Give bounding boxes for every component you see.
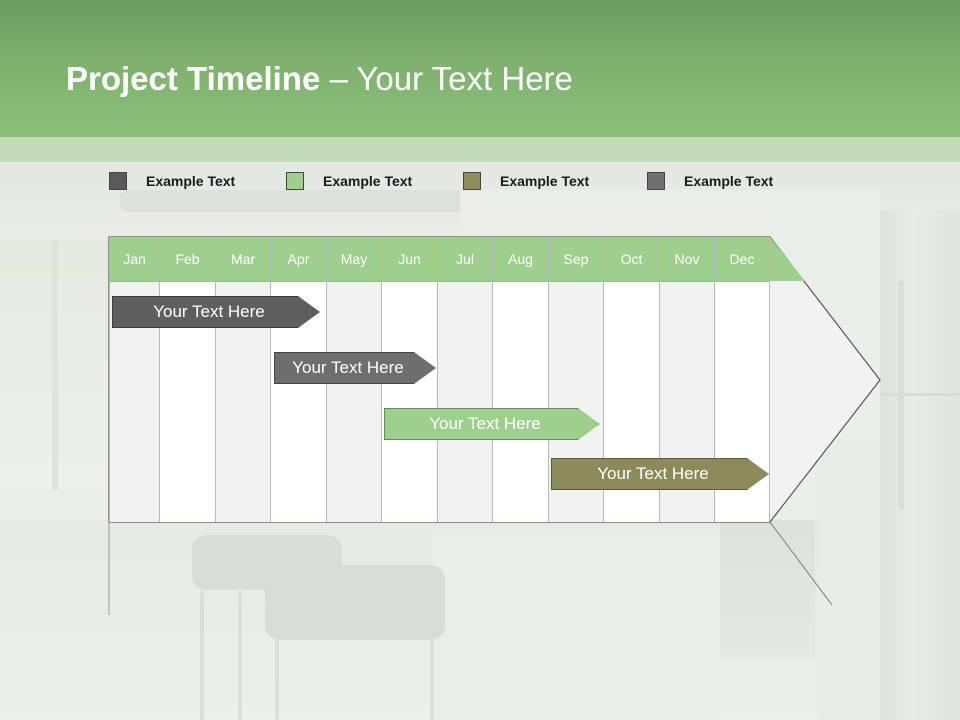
- legend-label: Example Text: [146, 173, 236, 189]
- month-label: Nov: [660, 237, 714, 282]
- legend-label: Example Text: [500, 173, 590, 189]
- month-label: Sep: [549, 237, 603, 282]
- legend-swatch: [647, 172, 665, 190]
- legend-swatch: [109, 172, 127, 190]
- legend-item[interactable]: Example Text: [647, 170, 773, 192]
- month-label: Mar: [216, 237, 270, 282]
- task-label: Your Text Here: [153, 302, 265, 321]
- month-label: Jul: [438, 237, 492, 282]
- legend-swatch: [463, 172, 481, 190]
- header-band: [0, 0, 960, 137]
- month-label: Jan: [110, 237, 159, 282]
- title-rest: – Your Text Here: [320, 60, 573, 97]
- task-arrow[interactable]: Your Text Here: [274, 352, 436, 384]
- legend-item[interactable]: Example Text: [463, 170, 589, 192]
- month-column: Jan: [109, 237, 159, 522]
- month-label: Feb: [160, 237, 215, 282]
- legend-item[interactable]: Example Text: [109, 170, 235, 192]
- slide-title[interactable]: Project Timeline – Your Text Here: [66, 60, 573, 98]
- task-arrow[interactable]: Your Text Here: [551, 458, 769, 490]
- month-label: May: [327, 237, 381, 282]
- month-label: Apr: [271, 237, 326, 282]
- task-label: Your Text Here: [292, 358, 404, 377]
- month-label: Dec: [715, 237, 769, 282]
- month-column: Aug: [492, 237, 548, 522]
- task-arrow[interactable]: Your Text Here: [384, 408, 600, 440]
- legend-label: Example Text: [323, 173, 413, 189]
- task-arrow[interactable]: Your Text Here: [112, 296, 320, 328]
- month-column: Jul: [437, 237, 492, 522]
- header-subband: [0, 137, 960, 162]
- task-label: Your Text Here: [429, 414, 541, 433]
- title-bold: Project Timeline: [66, 60, 321, 97]
- month-column: Mar: [215, 237, 270, 522]
- task-label: Your Text Here: [597, 464, 709, 483]
- month-label: Jun: [382, 237, 437, 282]
- month-label: Oct: [604, 237, 659, 282]
- legend-item[interactable]: Example Text: [286, 170, 412, 192]
- legend-swatch: [286, 172, 304, 190]
- month-label: Aug: [493, 237, 548, 282]
- month-column: Feb: [159, 237, 215, 522]
- legend-label: Example Text: [684, 173, 774, 189]
